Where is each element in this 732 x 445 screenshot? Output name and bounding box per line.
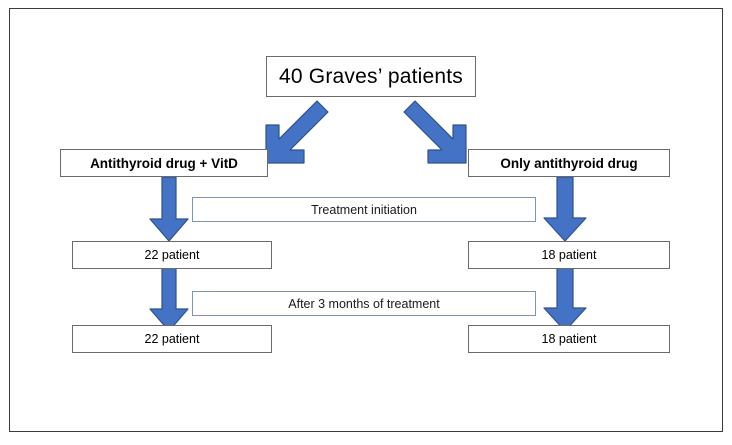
right-treatment-arrow	[543, 176, 587, 242]
right-followup-arrow	[543, 266, 587, 332]
figure-frame: 40 Graves’ patients	[9, 8, 723, 432]
stage-label-after-three-months: After 3 months of treatment	[192, 291, 536, 316]
cohort-total-box: 40 Graves’ patients	[266, 56, 476, 97]
count-box-left-initiation: 22 patient	[72, 241, 272, 269]
stage-label-treatment-initiation: Treatment initiation	[192, 197, 536, 222]
count-box-left-followup: 22 patient	[72, 325, 272, 353]
count-box-right-followup: 18 patient	[468, 325, 670, 353]
group-box-left: Antithyroid drug + VitD	[60, 149, 268, 177]
left-treatment-arrow	[149, 176, 189, 242]
split-left-arrow	[262, 100, 329, 164]
left-followup-arrow	[149, 266, 189, 332]
split-right-arrow	[403, 100, 470, 164]
group-box-right: Only antithyroid drug	[468, 149, 670, 177]
count-box-right-initiation: 18 patient	[468, 241, 670, 269]
